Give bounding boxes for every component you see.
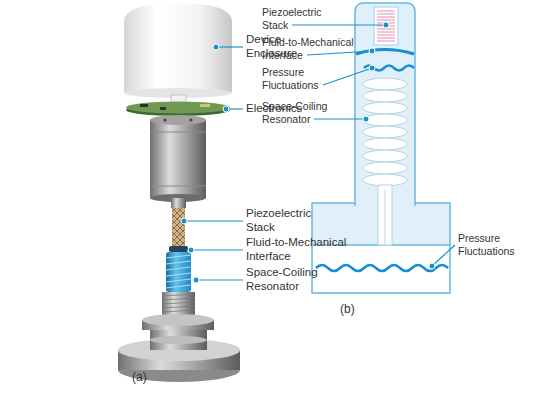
coil: [363, 78, 407, 186]
piezo-stack: [374, 7, 398, 45]
leader-dot: [429, 263, 435, 269]
part-label: Pressure Fluctuations: [458, 232, 543, 257]
part-label: Piezoelectric Stack: [246, 207, 331, 235]
leader-line: [191, 249, 243, 250]
interface-ring: [169, 246, 188, 252]
panel-label: (a): [132, 370, 172, 384]
leader-line: [314, 118, 366, 119]
leader-dot: [213, 44, 219, 50]
leader-line: [184, 220, 243, 221]
leader-lines-a: [184, 47, 243, 280]
part-label: Piezoelectric Stack: [262, 6, 342, 31]
base-post: [150, 330, 207, 350]
leader-line: [292, 24, 386, 25]
leader-line: [307, 51, 372, 55]
screw: [163, 118, 166, 121]
screw: [189, 118, 192, 121]
housing-neck: [171, 198, 186, 208]
leader-dot: [369, 48, 375, 54]
device-exploded: [118, 3, 240, 382]
pressure-wave: [316, 265, 448, 271]
leader-line: [196, 279, 243, 280]
leader-dot: [193, 277, 199, 283]
thread: [162, 294, 195, 316]
fluid-channel: [313, 245, 449, 292]
piezo-stack: [172, 208, 185, 247]
part-label: Fluid-to-Mechanical Interface: [262, 36, 360, 61]
coil-turn: [363, 78, 407, 90]
leader-dot: [369, 65, 375, 71]
base-post-top: [150, 336, 207, 344]
leader-dot: [188, 247, 194, 253]
sensor-housing: [355, 3, 415, 206]
panel-label: (b): [340, 302, 380, 316]
housing-top: [150, 115, 206, 125]
part-label: Fluid-to-Mechanical Interface: [246, 236, 364, 264]
coil-turn: [363, 174, 407, 186]
enclosure-shell: [124, 3, 232, 96]
pcb-component: [200, 104, 210, 107]
leader-dots-b: [363, 22, 435, 269]
leader-lines-b: [292, 25, 455, 266]
pressure-wave: [364, 66, 414, 71]
leader-dot: [363, 116, 369, 122]
housing-ridge: [150, 186, 206, 187]
coil-turn: [363, 114, 407, 126]
pcb-component: [140, 104, 148, 107]
coil-turn: [363, 90, 407, 102]
coil-turn: [363, 150, 407, 162]
coil-turn: [363, 102, 407, 114]
resonator-neck: [378, 185, 392, 245]
leader-dot: [223, 106, 229, 112]
neck-divider: [385, 190, 386, 245]
leader-dot: [383, 22, 389, 28]
pcb-component: [160, 107, 166, 110]
piezo-layers: [377, 11, 395, 41]
part-label: Space-Coiling Resonator: [246, 266, 341, 294]
leader-line: [432, 245, 455, 266]
leader-line: [323, 68, 372, 85]
part-label: Pressure Fluctuations: [262, 66, 342, 91]
leader-dots-a: [181, 44, 229, 283]
coil-turn: [363, 126, 407, 138]
housing-ridge: [150, 132, 206, 133]
part-label: Space-Coiling Resonator: [262, 100, 344, 125]
flange-top: [142, 314, 214, 326]
leader-line: [216, 46, 243, 47]
leader-dot: [181, 218, 187, 224]
resonator-coil: [166, 255, 191, 288]
coil-turn: [363, 138, 407, 150]
coil-turn: [363, 162, 407, 174]
pcb-board: [126, 102, 230, 114]
housing-body: [150, 120, 206, 198]
resonator: [166, 252, 191, 292]
